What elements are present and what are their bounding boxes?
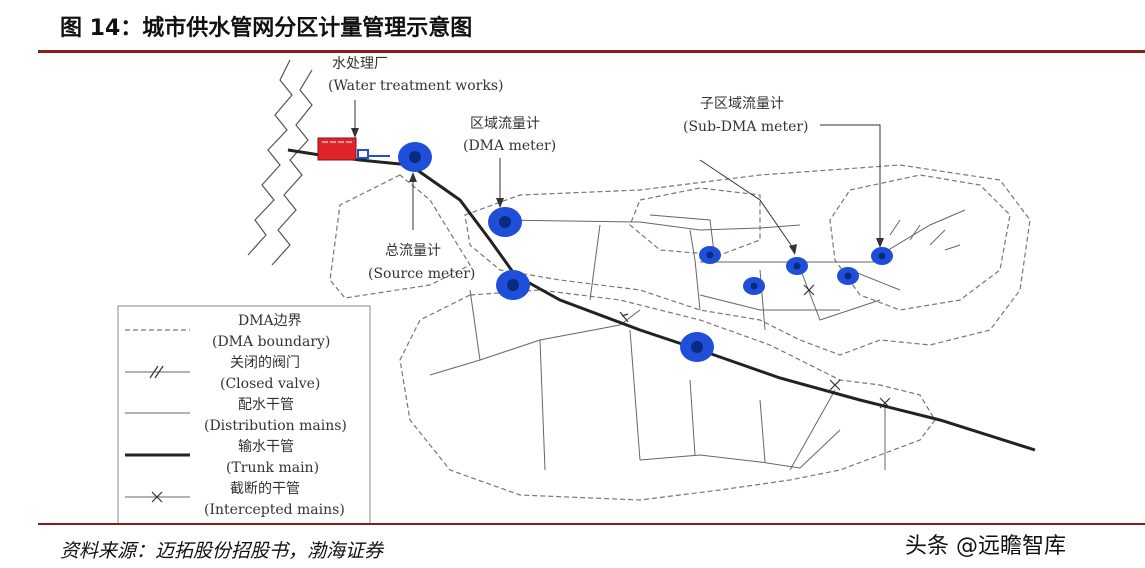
sub-dma-meter-3 (743, 277, 765, 295)
legend-box (117, 305, 371, 525)
dma-boundary-source (329, 174, 471, 299)
dma-meter-3 (680, 332, 714, 362)
river-bank-right (271, 69, 313, 266)
flow-meters (398, 142, 893, 362)
label-sub-dma-meter-cn: 子区域流量计 (700, 96, 784, 112)
dma-meter-1 (488, 207, 522, 237)
arrow-sub-dma-2 (820, 124, 881, 240)
dma-boundary-main (464, 164, 1031, 356)
label-water-works-cn: 水处理厂 (332, 56, 388, 72)
source-note: 资料来源：迈拓股份招股书，渤海证券 (60, 540, 384, 562)
sub-dma-meter-5 (871, 247, 893, 265)
dma-meter-2 (496, 270, 530, 300)
closed-valve-1 (619, 311, 629, 323)
closed-valve-3 (829, 379, 841, 391)
title-rule (38, 50, 1145, 53)
trunk-main (287, 148, 1036, 452)
sub-dma-meter-1 (699, 246, 721, 264)
river-bank-left (247, 59, 293, 256)
closed-valve-4 (879, 397, 891, 409)
label-source-meter-cn: 总流量计 (385, 243, 441, 259)
legend-label-0-cn: DMA边界 (238, 313, 302, 329)
leader-lines (354, 100, 881, 249)
legend-label-0-en: (DMA boundary) (212, 334, 330, 350)
source-rule (38, 523, 1145, 525)
label-source-meter-en: (Source meter) (368, 266, 475, 282)
legend-swatch-intercepted (125, 491, 190, 503)
label-water-works-en: (Water treatment works) (328, 78, 504, 94)
legend-swatch-closed-valve (125, 365, 190, 379)
sub-dma-meter-4 (837, 267, 859, 285)
dma-boundaries (329, 164, 1031, 501)
dma-boundary-sub-right (829, 174, 1011, 311)
closed-valves (619, 284, 891, 409)
watermark: 头条 @远瞻智库 (905, 534, 1066, 559)
legend-label-2-en: (Distribution mains) (204, 418, 347, 434)
legend-label-3-cn: 输水干管 (238, 439, 294, 455)
legend: DMA边界 (DMA boundary) 关闭的阀门 (Closed valve… (117, 305, 371, 525)
legend-label-2-cn: 配水干管 (238, 397, 294, 413)
label-dma-meter-en: (DMA meter) (463, 138, 556, 154)
legend-label-3-en: (Trunk main) (226, 460, 319, 476)
legend-label-1-en: (Closed valve) (220, 376, 320, 392)
dma-boundary-sub (629, 187, 761, 256)
arrowheads (351, 128, 884, 255)
label-sub-dma-meter-en: (Sub-DMA meter) (683, 119, 809, 135)
figure-title: 图 14：城市供水管网分区计量管理示意图 (60, 16, 473, 41)
sub-dma-meter-2 (786, 257, 808, 275)
legend-label-1-cn: 关闭的阀门 (230, 355, 300, 371)
arrow-sub-dma-1 (699, 159, 794, 249)
source-meter (398, 142, 432, 172)
legend-label-4-cn: 截断的干管 (230, 481, 300, 497)
label-dma-meter-cn: 区域流量计 (470, 116, 540, 132)
water-treatment-works (317, 137, 390, 161)
dma-boundary-lower (399, 289, 936, 501)
closed-valve-2 (803, 284, 815, 296)
legend-label-4-en: (Intercepted mains) (204, 502, 345, 518)
